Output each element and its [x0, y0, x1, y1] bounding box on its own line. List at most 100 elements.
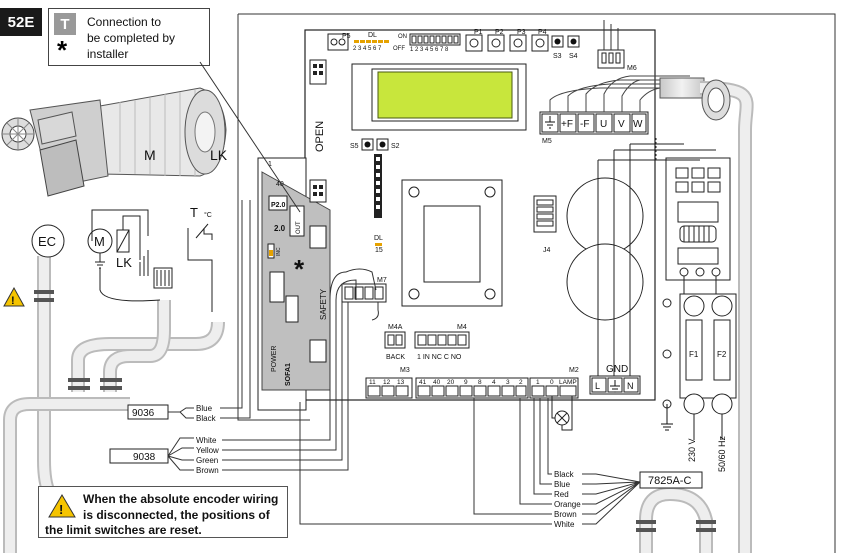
p5-label: P5 [342, 33, 351, 40]
star-symbol: * [57, 35, 68, 65]
motor-lk-label: LK [210, 147, 228, 163]
installer-star-marker: * [294, 254, 305, 284]
trimmer-pots [465, 34, 549, 52]
module-40-label: 40 [276, 181, 284, 188]
s5-label: S5 [350, 143, 359, 150]
cable-glands-left [34, 290, 122, 390]
m2-t-lamp: LAMP [559, 379, 577, 386]
m7-label: M7 [377, 277, 387, 284]
gnd-label: GND [606, 364, 628, 375]
m3-t-13: 13 [397, 379, 405, 386]
dl-leds [354, 40, 389, 43]
m4-label: M4 [457, 324, 467, 331]
ec-label: EC [38, 234, 56, 249]
dl15-label-b: 15 [375, 247, 383, 254]
voltage-label: 230 V [687, 438, 697, 462]
module-safety-label: SAFETY [319, 288, 328, 320]
wire-9038-brown: Brown [196, 466, 219, 475]
enclosure-outline [238, 13, 836, 553]
m5-term-2: -F [580, 119, 589, 130]
warning-icon-small [3, 286, 25, 307]
l-label: L [595, 381, 600, 391]
module-inc-label: INC [276, 247, 282, 256]
warning-line-3: the limit switches are reset. [45, 523, 202, 537]
dip-numbers: 1 2 3 4 5 6 7 8 [410, 47, 449, 53]
svg-text:!: ! [59, 502, 63, 517]
wire-9036-blue: Blue [196, 404, 213, 413]
legend-box: T * Connection to be completed by instal… [48, 8, 210, 66]
module-sofa-label: SOFA1 [285, 363, 292, 386]
dl-numbers: 2 3 4 5 6 7 [353, 46, 382, 52]
transformer [401, 179, 503, 307]
motor-symbol-label: M [94, 234, 105, 249]
module-power-label: POWER [271, 346, 278, 372]
wire-7825-black: Black [554, 470, 575, 479]
cable-9038-label: 9038 [133, 452, 156, 463]
wire-9038-yellow: Yellow [196, 446, 219, 455]
lk-symbol-label: LK [116, 255, 132, 270]
dip-on-label: ON [398, 34, 407, 40]
figure-id-badge: 52E [0, 8, 42, 36]
figure-id-text: 52E [7, 13, 35, 31]
open-label: OPEN [314, 121, 326, 152]
p4-label: P4 [538, 29, 547, 36]
wire-7825-red: Red [554, 490, 569, 499]
m3-t-20: 20 [447, 379, 455, 386]
s2-label: S2 [391, 143, 400, 150]
m3-t-40: 40 [433, 379, 441, 386]
n-label: N [627, 381, 634, 391]
s4-label: S4 [569, 53, 578, 60]
legend-line-3: installer [87, 47, 129, 61]
m2-t-0: 0 [550, 379, 554, 386]
s3-label: S3 [553, 53, 562, 60]
m2-label: M2 [569, 367, 579, 374]
back-label: BACK [386, 354, 405, 361]
svg-text:!: ! [11, 295, 15, 307]
m3-t-12: 12 [383, 379, 391, 386]
warning-text: When the absolute encoder wiring is disc… [83, 491, 283, 523]
m3-t-11: 11 [369, 379, 376, 386]
module-1-label: 1 [268, 161, 272, 168]
m3-t-4: 4 [492, 379, 496, 386]
motor-plug [153, 267, 173, 289]
wire-7825-blue: Blue [554, 480, 571, 489]
cable-7825-tag [639, 471, 703, 489]
m3-t-8: 8 [478, 379, 482, 386]
m5-term-1: +F [561, 119, 573, 130]
dip-off-label: OFF [393, 46, 405, 52]
capacitor-bottom [566, 243, 644, 321]
legend-text: Connection to be completed by installer [87, 14, 175, 62]
p2-label: P2 [495, 29, 504, 36]
m4a-label: M4A [388, 324, 403, 331]
wire-9038-white: White [196, 436, 217, 445]
thermal-switch-symbol [187, 223, 213, 312]
wire-7825-orange: Orange [554, 500, 581, 509]
m3-t-9: 9 [464, 379, 468, 386]
dip-switch-bank [409, 33, 461, 46]
thermal-unit-label: °C [204, 211, 212, 219]
encoder-symbol [31, 224, 65, 258]
p5-connector [327, 33, 349, 51]
module-p20-label: P2.0 [271, 202, 286, 209]
m5-term-5: W [633, 119, 643, 130]
cable-9036-label: 9036 [132, 408, 155, 419]
m5-term-3: U [600, 119, 607, 130]
side-connector [309, 179, 327, 203]
open-connector [309, 59, 327, 85]
legend-line-2: be completed by [87, 31, 176, 45]
m5-term-4: V [618, 119, 625, 130]
lcd-screen [377, 71, 513, 119]
motor-assembly [1, 87, 227, 197]
f2-label: F2 [717, 350, 727, 359]
warning-line-1: When the absolute encoder wiring [83, 492, 279, 506]
t-symbol: T [54, 13, 76, 35]
header-strip [374, 154, 382, 218]
m4-terms: 1 IN NC C NO [417, 354, 462, 361]
m3-t-41: 41 [419, 379, 427, 386]
motor-m-label: M [144, 147, 156, 163]
module-out-label: OUT [296, 221, 302, 234]
capacitor-top [566, 177, 644, 255]
thermal-t-label: T [190, 205, 198, 220]
wire-9036-black: Black [196, 414, 217, 423]
p1-label: P1 [474, 29, 483, 36]
